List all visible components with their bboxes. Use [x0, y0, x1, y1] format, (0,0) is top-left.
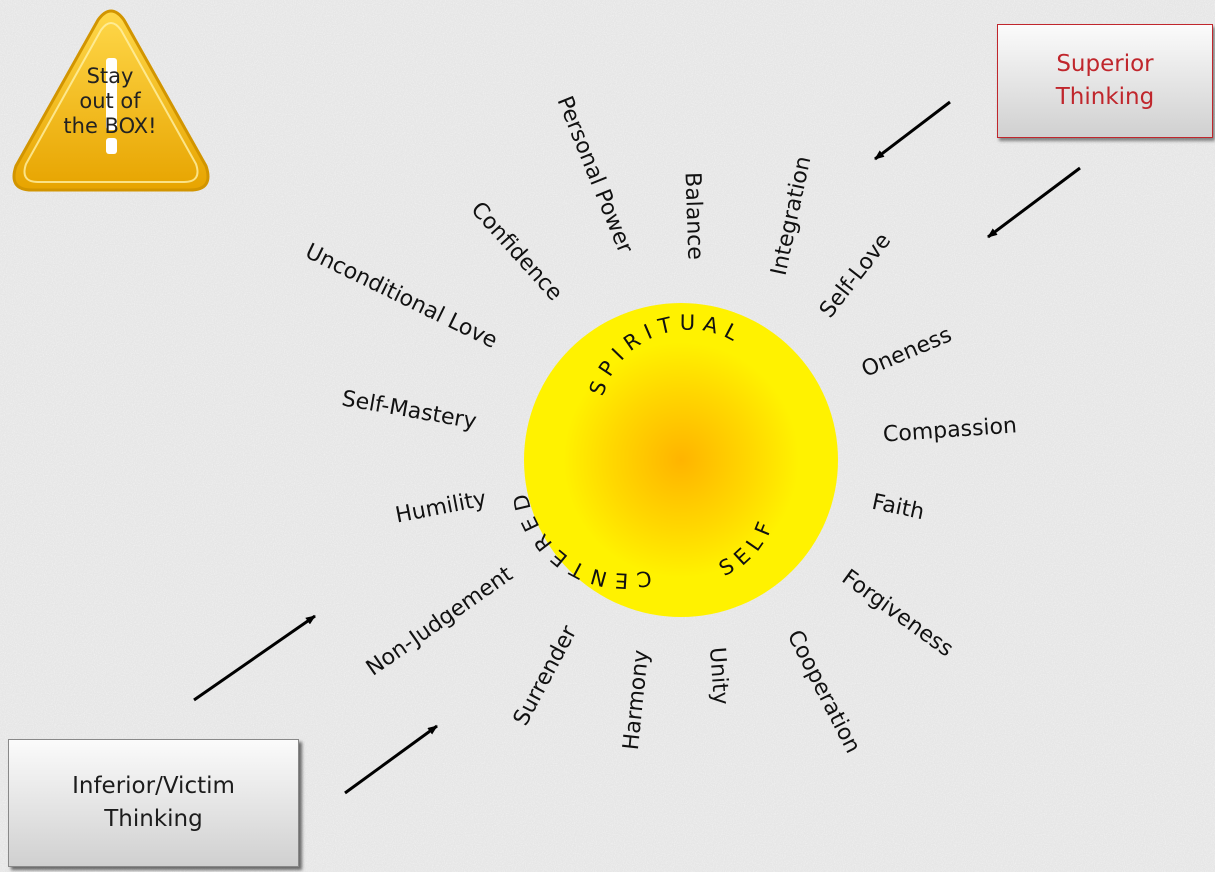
inferior-victim-thinking-button[interactable]: Inferior/Victim Thinking [8, 739, 299, 867]
arrow-inferior-1 [193, 614, 316, 702]
superior-line-2: Thinking [1055, 84, 1155, 110]
warning-line-1: Stay [86, 64, 134, 88]
arrow-inferior-2 [344, 724, 438, 795]
inferior-line-1: Inferior/Victim [72, 773, 235, 799]
superior-thinking-button[interactable]: Superior Thinking [997, 24, 1213, 138]
ray-oneness: Oneness [858, 322, 955, 382]
ray-self-love: Self-Love [815, 229, 896, 323]
sun-circle [524, 303, 838, 617]
ray-humility: Humility [393, 486, 488, 528]
arrow-superior-2 [987, 166, 1081, 239]
warning-line-2: out of [79, 89, 141, 113]
ray-surrender: Surrender [509, 621, 583, 730]
inferior-line-2: Thinking [104, 806, 203, 832]
warning-text: Stay out of the BOX! [54, 64, 166, 139]
ray-forgiveness: Forgiveness [837, 565, 958, 662]
ray-harmony: Harmony [619, 649, 654, 752]
arrow-superior-1 [874, 100, 951, 161]
warning-line-3: the BOX! [63, 114, 157, 138]
ray-compassion: Compassion [882, 413, 1018, 447]
ray-confidence: Confidence [466, 197, 567, 306]
ray-self-mastery: Self-Mastery [340, 386, 479, 434]
ray-integration: Integration [767, 154, 817, 278]
warning-sign: Stay out of the BOX! [6, 6, 216, 196]
ray-unconditional-love: Unconditional Love [301, 239, 501, 354]
warning-triangle-icon [12, 9, 210, 192]
ray-cooperation: Cooperation [782, 626, 865, 757]
ray-unity: Unity [704, 646, 733, 705]
ray-balance: Balance [679, 172, 707, 261]
ray-non-judgement: Non-Judgement [362, 562, 518, 682]
superior-line-1: Superior [1056, 51, 1154, 77]
ray-personal-power: Personal Power [552, 93, 638, 258]
ray-faith: Faith [870, 490, 927, 525]
